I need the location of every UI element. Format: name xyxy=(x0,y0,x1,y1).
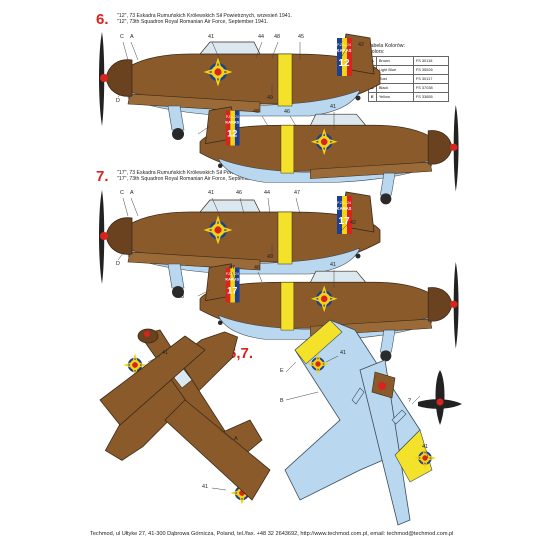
profile-number-7: 7. xyxy=(96,168,109,185)
svg-text:17: 17 xyxy=(227,285,237,295)
color-table-title: Tabela Kolorów: xyxy=(368,43,405,49)
callout-p1-D: D xyxy=(116,98,120,104)
svg-text:P.Z.L. 24: P.Z.L. 24 xyxy=(337,43,351,47)
profile-caption-7-en: "17", 73th Squadron Royal Romanian Air F… xyxy=(117,176,269,183)
callout-plan-E: E xyxy=(280,368,284,374)
footer-contact: Techmod, ul Ułtyke 27, 41-300 Dąbrowa Gó… xyxy=(90,531,454,537)
callout-p2-42: 42 xyxy=(350,220,356,226)
plan-view-lower xyxy=(284,319,462,526)
callout-p1b-43: 43 xyxy=(178,132,184,138)
profile-number-6: 6. xyxy=(96,11,109,28)
profile-7-port-view: P.Z.L. 24 KARAS 17 xyxy=(98,189,381,299)
profile-caption-7-pl: "17", 73 Eskadra Rumuńskich Królewskich … xyxy=(117,170,292,176)
profile-caption-6: "12", 73 Eskadra Rumuńskich Królewskich … xyxy=(117,13,292,26)
color-table-subtitle: Colors: xyxy=(368,49,385,56)
profile-6-port-view: P.Z.L. 24 KARAS 12 xyxy=(98,31,381,141)
svg-text:KARAS: KARAS xyxy=(337,206,352,211)
callout-plan-41-wing: 41 xyxy=(202,484,208,490)
callout-p2-49: 49 xyxy=(267,254,273,260)
callout-p2b-47: 47 xyxy=(229,265,235,271)
profile-caption-6-pl: "12", 73 Eskadra Rumuńskich Królewskich … xyxy=(117,13,292,19)
callout-p1-45: 45 xyxy=(298,34,304,40)
profile-7-starboard-view: P.Z.L. 24 KARAS 17 xyxy=(199,261,459,362)
svg-text:P.Z.L. 24: P.Z.L. 24 xyxy=(337,201,351,205)
svg-text:P.Z.L. 24: P.Z.L. 24 xyxy=(226,272,239,276)
profile-caption-7: "17", 73 Eskadra Rumuńskich Królewskich … xyxy=(117,170,292,183)
callout-p1-48: 48 xyxy=(274,34,280,40)
leader-lines xyxy=(117,41,429,491)
callout-p1b-46: 46 xyxy=(284,109,290,115)
callout-p1-44: 44 xyxy=(258,34,264,40)
svg-text:P.Z.L. 24: P.Z.L. 24 xyxy=(226,115,239,119)
callout-plan-41-tip: 41 xyxy=(422,444,428,450)
callout-p2b-43: 43 xyxy=(178,294,184,300)
profile-caption-6-en: "12", 73th Squadron Royal Romanian Air F… xyxy=(117,19,269,26)
callout-plan-question: ? xyxy=(408,398,411,404)
callout-p2-41: 41 xyxy=(208,190,214,196)
callout-p1-A: A xyxy=(130,34,134,40)
svg-text:KARAS: KARAS xyxy=(225,277,239,281)
callout-p2-C: C xyxy=(120,190,124,196)
callout-p1-49: 49 xyxy=(267,95,273,101)
profile-6-starboard-view: P.Z.L. 24 KARAS 12 xyxy=(199,104,459,205)
callout-plan-B: B xyxy=(280,398,284,404)
callout-p2-46: 46 xyxy=(236,190,242,196)
callout-p1-C: C xyxy=(120,34,124,40)
callout-p2-44: 44 xyxy=(264,190,270,196)
callout-p1-42: 42 xyxy=(358,42,364,48)
svg-text:12: 12 xyxy=(338,58,350,69)
color-code: FS 33655 xyxy=(412,91,449,102)
callout-p2-D: D xyxy=(116,261,120,267)
callout-p1b-41: 41 xyxy=(330,104,336,110)
callout-p1-41: 41 xyxy=(208,34,214,40)
callout-plan-A: A xyxy=(234,436,238,442)
callout-plan-41-top: 41 xyxy=(162,350,168,356)
callout-p1b-48: 48 xyxy=(253,109,259,115)
svg-text:KARAS: KARAS xyxy=(337,48,352,53)
callout-plan-41-under: 41 xyxy=(340,350,346,356)
svg-text:17: 17 xyxy=(338,216,350,227)
callout-p2-47: 47 xyxy=(294,190,300,196)
svg-text:12: 12 xyxy=(227,128,237,138)
plan-view-upper xyxy=(99,328,271,504)
svg-text:KARAS: KARAS xyxy=(225,120,239,124)
callout-p2b-46: 46 xyxy=(254,265,260,271)
callout-p2b-41: 41 xyxy=(330,262,336,268)
callout-p2-A: A xyxy=(130,190,134,196)
